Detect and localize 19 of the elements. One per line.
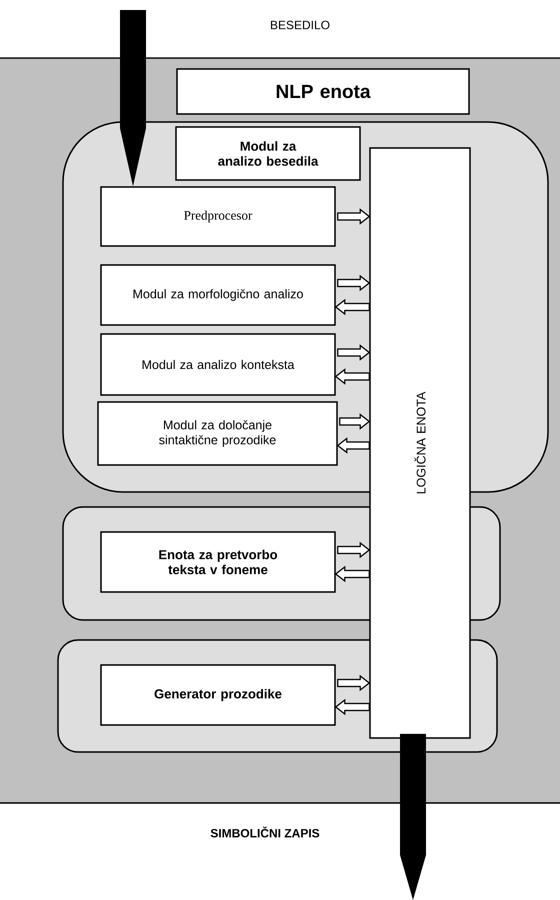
arrow [337,274,370,292]
arrow [120,10,146,186]
arrow [337,674,370,692]
arrow [400,734,426,900]
input-label: BESEDILO [270,20,330,30]
process-box: Modul za morfologično analizo [100,264,336,326]
output-label: SIMBOLIČNI ZAPIS [210,826,320,838]
process-box: Modul za analizo konteksta [100,333,336,396]
arrow [337,344,370,361]
arrow [337,208,370,225]
process-box: Enota za pretvorbo teksta v foneme [100,531,336,593]
process-box: Generator prozodike [100,664,336,726]
process-box: Predprocesor [100,186,336,247]
arrow [337,542,370,558]
logic-unit-box: LOGIČNA ENOTA [369,147,471,739]
process-box: Modul za določanje sintaktične prozodike [97,401,338,466]
arrow [339,413,370,430]
heading-box: Modul za analizo besedila [175,126,361,181]
title-box: NLP enota [176,68,470,115]
